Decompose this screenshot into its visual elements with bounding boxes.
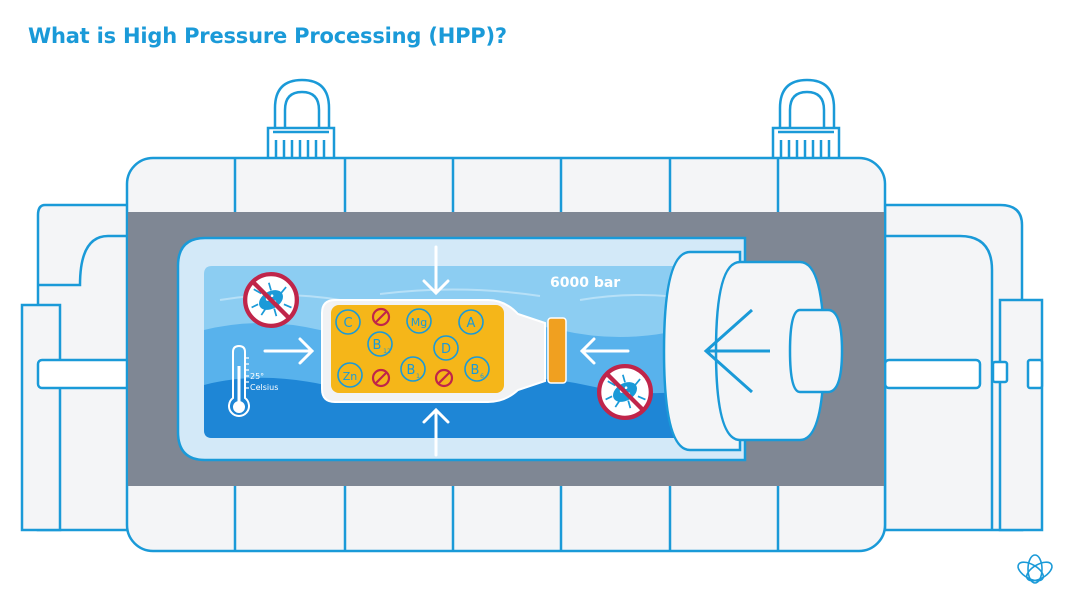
machine-right-housing [883,203,1044,532]
thermometer-icon [228,344,250,417]
bacteria-prohibited-icon [599,366,651,418]
machine-left-housing [20,203,137,532]
svg-text:1: 1 [416,373,420,380]
nutrient-vitamin-d: D [433,335,459,361]
svg-text:12: 12 [383,348,391,355]
nutrient-zinc: Zn [337,362,363,388]
svg-text:Zn: Zn [343,370,358,383]
nutrient-magnesium: Mg [406,308,432,334]
svg-text:D: D [441,342,451,357]
svg-text:Mg: Mg [411,316,427,329]
svg-text:B: B [373,338,382,353]
page-title: What is High Pressure Processing (HPP)? [28,24,507,48]
svg-text:B: B [471,363,480,378]
bacteria-prohibited-icon [245,274,297,326]
lifting-hooks [266,78,841,162]
nutrient-vitamin-c: C [335,309,361,335]
svg-text:6: 6 [480,373,484,380]
nutrient-vitamin-a: A [458,309,484,335]
interlocking-rings-logo-icon [1017,554,1053,584]
temperature-unit: Celsius [250,383,278,392]
pressure-label: 6000 bar [550,275,620,291]
svg-text:B: B [407,363,416,378]
pressure-arrows [263,245,630,457]
piston [662,250,844,452]
temperature-value: 25° [250,372,264,381]
svg-text:A: A [467,316,476,331]
svg-text:C: C [343,316,352,331]
